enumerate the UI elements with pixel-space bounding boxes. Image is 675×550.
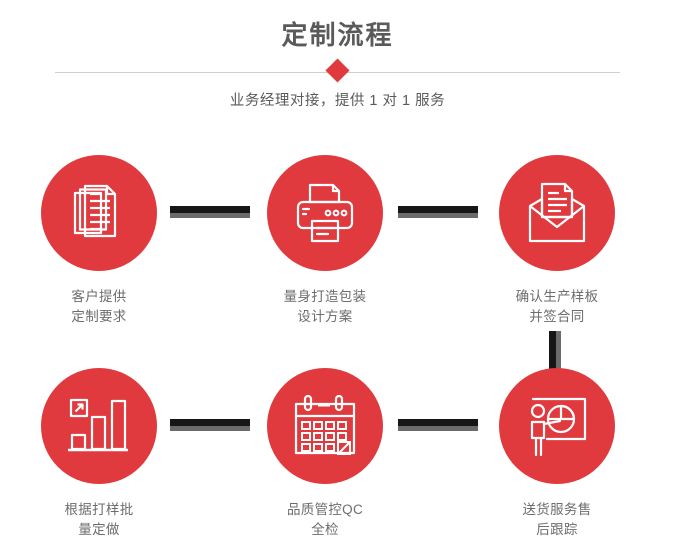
flow-step-1-icon-circle xyxy=(41,155,157,271)
flow-step-6-icon-circle xyxy=(499,368,615,484)
presentation-pie-chart-icon xyxy=(530,397,587,457)
flow-step-2[interactable]: 量身打造包装 设计方案 xyxy=(249,155,401,327)
connector-shadow xyxy=(398,426,478,431)
page-title: 定制流程 xyxy=(281,20,394,50)
flow-step-1-label: 客户提供 定制要求 xyxy=(71,289,127,324)
flow-step-6[interactable]: 送货服务售 后跟踪 xyxy=(481,368,633,540)
connector-bar xyxy=(398,419,478,426)
flow-step-4-icon-circle xyxy=(41,368,157,484)
flow-step-4[interactable]: 根据打样批 量定做 xyxy=(23,368,175,540)
connector-step4-step5 xyxy=(170,419,250,431)
connector-bar xyxy=(170,419,250,426)
printer-icon xyxy=(296,183,354,243)
connector-shadow xyxy=(170,426,250,431)
flow-step-3-icon-circle xyxy=(499,155,615,271)
connector-bar xyxy=(398,206,478,213)
flow-step-3-label: 确认生产样板 并签合同 xyxy=(515,289,599,324)
connector-bar xyxy=(549,331,556,375)
flow-step-5-icon-circle xyxy=(267,368,383,484)
flow-step-5[interactable]: 品质管控QC 全检 xyxy=(249,368,401,540)
bar-chart-growth-icon xyxy=(68,398,128,452)
connector-step2-step3 xyxy=(398,206,478,218)
connector-step1-step2 xyxy=(170,206,250,218)
flow-step-4-label: 根据打样批 量定做 xyxy=(64,502,134,537)
connector-shadow xyxy=(556,331,561,375)
flow-step-5-label: 品质管控QC 全检 xyxy=(286,502,364,537)
envelope-document-icon xyxy=(528,182,586,243)
flow-step-1[interactable]: 客户提供 定制要求 xyxy=(23,155,175,327)
documents-stack-icon xyxy=(73,184,117,238)
connector-bar xyxy=(170,206,250,213)
flow-step-6-label: 送货服务售 后跟踪 xyxy=(522,502,592,537)
calendar-icon xyxy=(294,395,356,455)
connector-step3-step6 xyxy=(549,331,561,375)
flow-step-2-label: 量身打造包装 设计方案 xyxy=(283,289,367,324)
connector-shadow xyxy=(170,213,250,218)
flow-step-3[interactable]: 确认生产样板 并签合同 xyxy=(481,155,633,327)
header: 定制流程 业务经理对接，提供 1 对 1 服务 xyxy=(0,0,675,125)
connector-shadow xyxy=(398,213,478,218)
page-subtitle: 业务经理对接，提供 1 对 1 服务 xyxy=(229,93,446,109)
flow-step-2-icon-circle xyxy=(267,155,383,271)
connector-step5-step6 xyxy=(398,419,478,431)
